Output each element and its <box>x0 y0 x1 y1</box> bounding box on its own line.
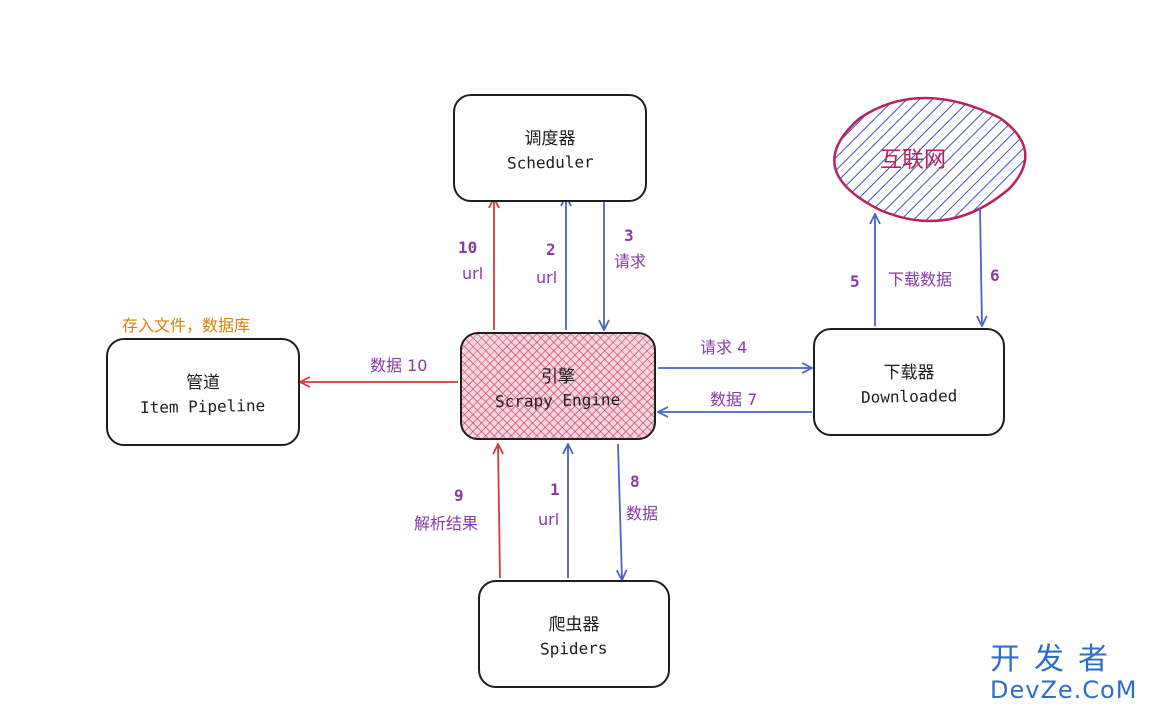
internet-label: 互联网 <box>880 148 947 173</box>
edge-10-url-text: url <box>462 264 484 283</box>
downloader-title-en: Downloaded <box>860 386 958 407</box>
pipeline-title-zh: 管道 <box>186 373 220 393</box>
edge-7-data-label: 数据 7 <box>710 390 758 409</box>
scheduler-title-en: Scheduler <box>506 152 594 173</box>
edge-9-number: 9 <box>454 486 464 505</box>
watermark-bottom-text: DevZe.CoM <box>990 676 1138 704</box>
downloader-node: 下载器 Downloaded <box>813 328 1005 436</box>
edge-10-data-label: 数据 10 <box>370 356 428 375</box>
edge-1-number: 1 <box>550 480 560 499</box>
arrow-spiders-to-engine-9 <box>498 444 500 579</box>
edge-9-parse-result-text: 解析结果 <box>414 514 479 533</box>
spiders-node: 爬虫器 Spiders <box>478 580 670 688</box>
scheduler-node: 调度器 Scheduler <box>453 94 647 202</box>
edge-3-request-text: 请求 <box>614 252 647 271</box>
edge-5-number: 5 <box>850 272 860 291</box>
pipeline-title-en: Item Pipeline <box>140 395 266 418</box>
pipeline-node: 管道 Item Pipeline <box>106 338 300 446</box>
edge-8-data-text: 数据 <box>626 504 659 523</box>
edge-10-url-number: 10 <box>458 238 478 257</box>
edge-1-url-text: url <box>538 510 560 529</box>
devze-watermark: 开发者 DevZe.CoM <box>990 642 1140 705</box>
engine-title-en: Scrapy Engine <box>495 389 621 412</box>
spiders-title-zh: 爬虫器 <box>548 615 600 635</box>
edge-download-data-text: 下载数据 <box>888 270 953 289</box>
arrow-internet-to-downloader-6 <box>980 207 982 326</box>
edge-4-request-label: 请求 4 <box>700 338 748 357</box>
downloader-title-zh: 下载器 <box>883 363 935 383</box>
scheduler-title-zh: 调度器 <box>524 129 576 149</box>
edge-2-url-number: 2 <box>546 240 556 259</box>
edge-8-number: 8 <box>630 472 640 491</box>
edge-2-url-text: url <box>536 268 558 287</box>
engine-title-zh: 引擎 <box>541 367 575 387</box>
internet-shape <box>833 96 1027 223</box>
arrow-engine-to-spiders-8 <box>618 443 622 580</box>
watermark-top-text: 开发者 <box>990 642 1122 677</box>
engine-node: 引擎 Scrapy Engine <box>460 332 656 440</box>
edge-6-number: 6 <box>990 266 1000 285</box>
spiders-title-en: Spiders <box>540 638 608 659</box>
storage-note: 存入文件，数据库 <box>122 316 251 335</box>
edge-3-request-number: 3 <box>624 226 634 245</box>
